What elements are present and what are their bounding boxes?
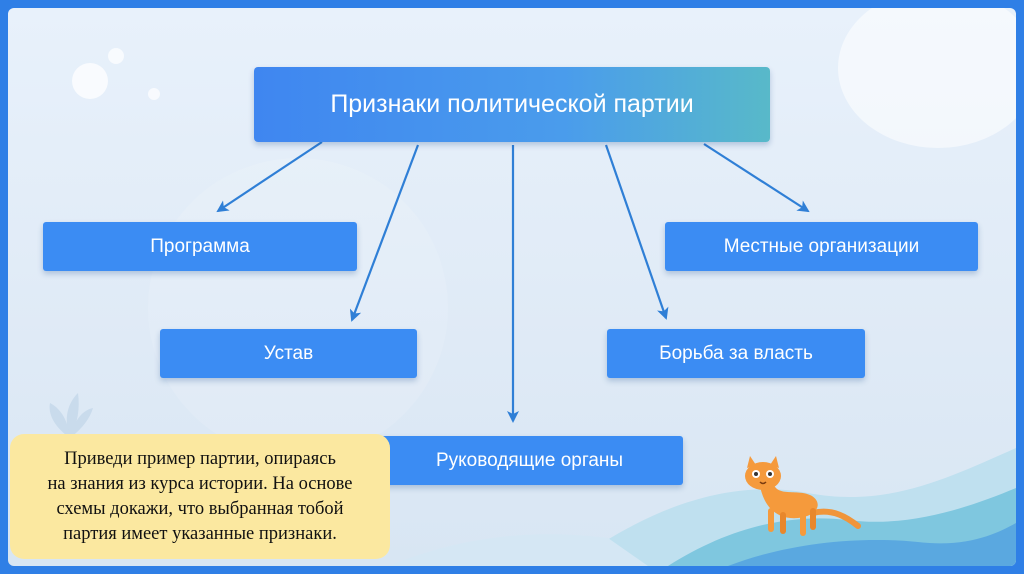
arrow-to-ustav — [349, 144, 420, 322]
task-line: на знания из курса истории. На основе — [47, 473, 353, 494]
node-label: Местные организации — [723, 235, 920, 257]
task-note: Приведи пример партии, опираясь на знани… — [10, 434, 390, 559]
arrow-to-programma — [216, 141, 323, 213]
slide: Признаки политической партии Программа У… — [8, 8, 1016, 566]
task-line: Приведи пример партии, опираясь — [64, 448, 336, 469]
node-ustav: Устав — [160, 329, 417, 378]
node-rukovodyashchie-organy: Руководящие органы — [376, 436, 683, 485]
bubble-decoration — [838, 8, 1016, 148]
node-borba-za-vlast: Борьба за власть — [607, 329, 865, 378]
arrow-to-borba — [604, 144, 669, 320]
bubble-decoration — [108, 48, 124, 64]
node-mestnye-organizatsii: Местные организации — [665, 222, 978, 271]
diagram-root-box: Признаки политической партии — [254, 67, 770, 142]
task-line: схемы докажи, что выбранная тобой — [56, 498, 344, 519]
cat-mascot-illustration — [745, 456, 861, 536]
diagram-root-label: Признаки политической партии — [330, 90, 694, 118]
node-label: Программа — [150, 235, 250, 257]
bubble-decoration — [72, 63, 108, 99]
task-line: партия имеет указанные признаки. — [63, 523, 337, 544]
connector-arrows — [216, 141, 810, 423]
bubble-decoration — [148, 158, 448, 458]
plant-leaf-decoration — [49, 393, 93, 438]
arrow-to-mestnye — [703, 143, 810, 213]
node-label: Устав — [263, 342, 314, 364]
node-label: Борьба за власть — [659, 342, 813, 364]
bubble-decoration — [148, 88, 160, 100]
node-label: Руководящие органы — [435, 449, 624, 471]
node-programma: Программа — [43, 222, 357, 271]
